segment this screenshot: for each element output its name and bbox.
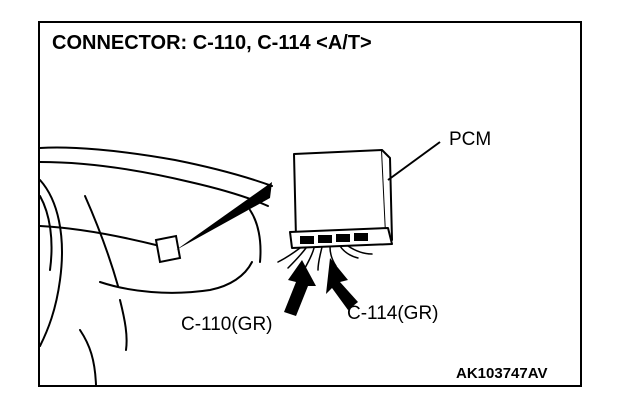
pcm-label: PCM — [449, 129, 492, 150]
callout-wedge — [176, 182, 272, 250]
figure-id: AK103747AV — [456, 365, 548, 382]
diagram-title: CONNECTOR: C-110, C-114 <A/T> — [52, 32, 372, 54]
pcm-leader-line — [387, 141, 441, 181]
connector-c114-label: C-114(GR) — [347, 303, 439, 324]
pcm-connector-pins — [300, 233, 368, 244]
c110-arrow — [284, 260, 316, 316]
c114-arrow — [326, 258, 358, 310]
connector-c110-label: C-110(GR) — [181, 314, 273, 335]
pcm-unit — [289, 149, 393, 249]
wiring-harness — [277, 245, 373, 271]
pcm-location-marker — [154, 234, 182, 264]
dashboard-outline — [39, 146, 273, 386]
